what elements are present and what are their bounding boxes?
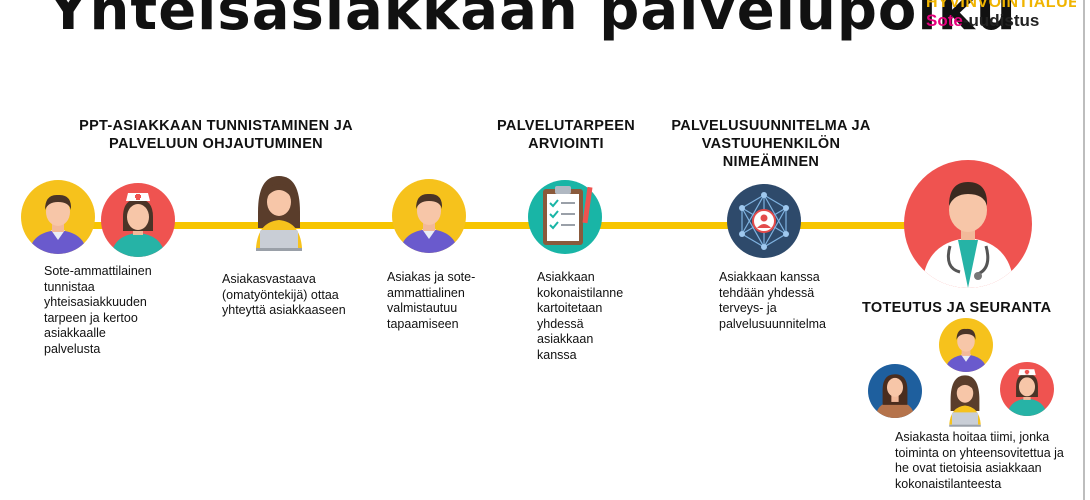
step-description: Asiakasta hoitaa tiimi, jonka toiminta o… [895, 430, 1064, 491]
man-yellow-icon [392, 179, 466, 253]
man-yellow-icon [21, 180, 95, 254]
stage-heading-implementation: TOTEUTUS JA SEURANTA [862, 300, 1052, 316]
woman-laptop-icon [244, 172, 314, 252]
step-description: Asiakas ja sote- ammattialinen valmistau… [387, 270, 476, 331]
slide-edge [1083, 0, 1085, 500]
man-yellow-icon [939, 318, 993, 372]
logo: HYVINVOINTIALUE Sote-uudistus [926, 0, 1076, 32]
network-icon [726, 183, 802, 259]
woman-blue-icon [868, 364, 922, 418]
nurse-red-icon [1000, 362, 1054, 416]
woman-laptop-icon [941, 372, 989, 428]
stage-heading-plan: PALVELUSUUNNITELMA JA VASTUUHENKILÖN NIM… [671, 118, 871, 170]
logo-line2: Sote-uudistus [926, 10, 1076, 32]
step-description: Asiakkaan kanssa tehdään yhdessä terveys… [719, 270, 827, 331]
stage-heading-assessment: PALVELUTARPEEN ARVIOINTI [497, 118, 635, 152]
step-description: Asiakasvastaava (omatyöntekijä) ottaa yh… [222, 272, 346, 317]
logo-line1: HYVINVOINTIALUE [926, 0, 1076, 10]
step-description: Asiakkaan kokonaistilanne kartoitetaan y… [537, 270, 624, 362]
stage-heading-identification: PPT-ASIAKKAAN TUNNISTAMINEN JA PALVELUUN… [79, 118, 353, 152]
logo-sote: Sote [926, 11, 963, 30]
logo-uudistus: -uudistus [962, 11, 1040, 30]
doctor-icon [904, 160, 1032, 288]
nurse-red-icon [101, 183, 175, 257]
timeline-bar [60, 222, 930, 229]
page-title: Yhteisasiakkaan palvelupolku [48, 0, 1017, 43]
clipboard-checklist-icon [527, 179, 603, 255]
step-description: Sote-ammattilainen tunnistaa yhteisasiak… [44, 264, 152, 356]
